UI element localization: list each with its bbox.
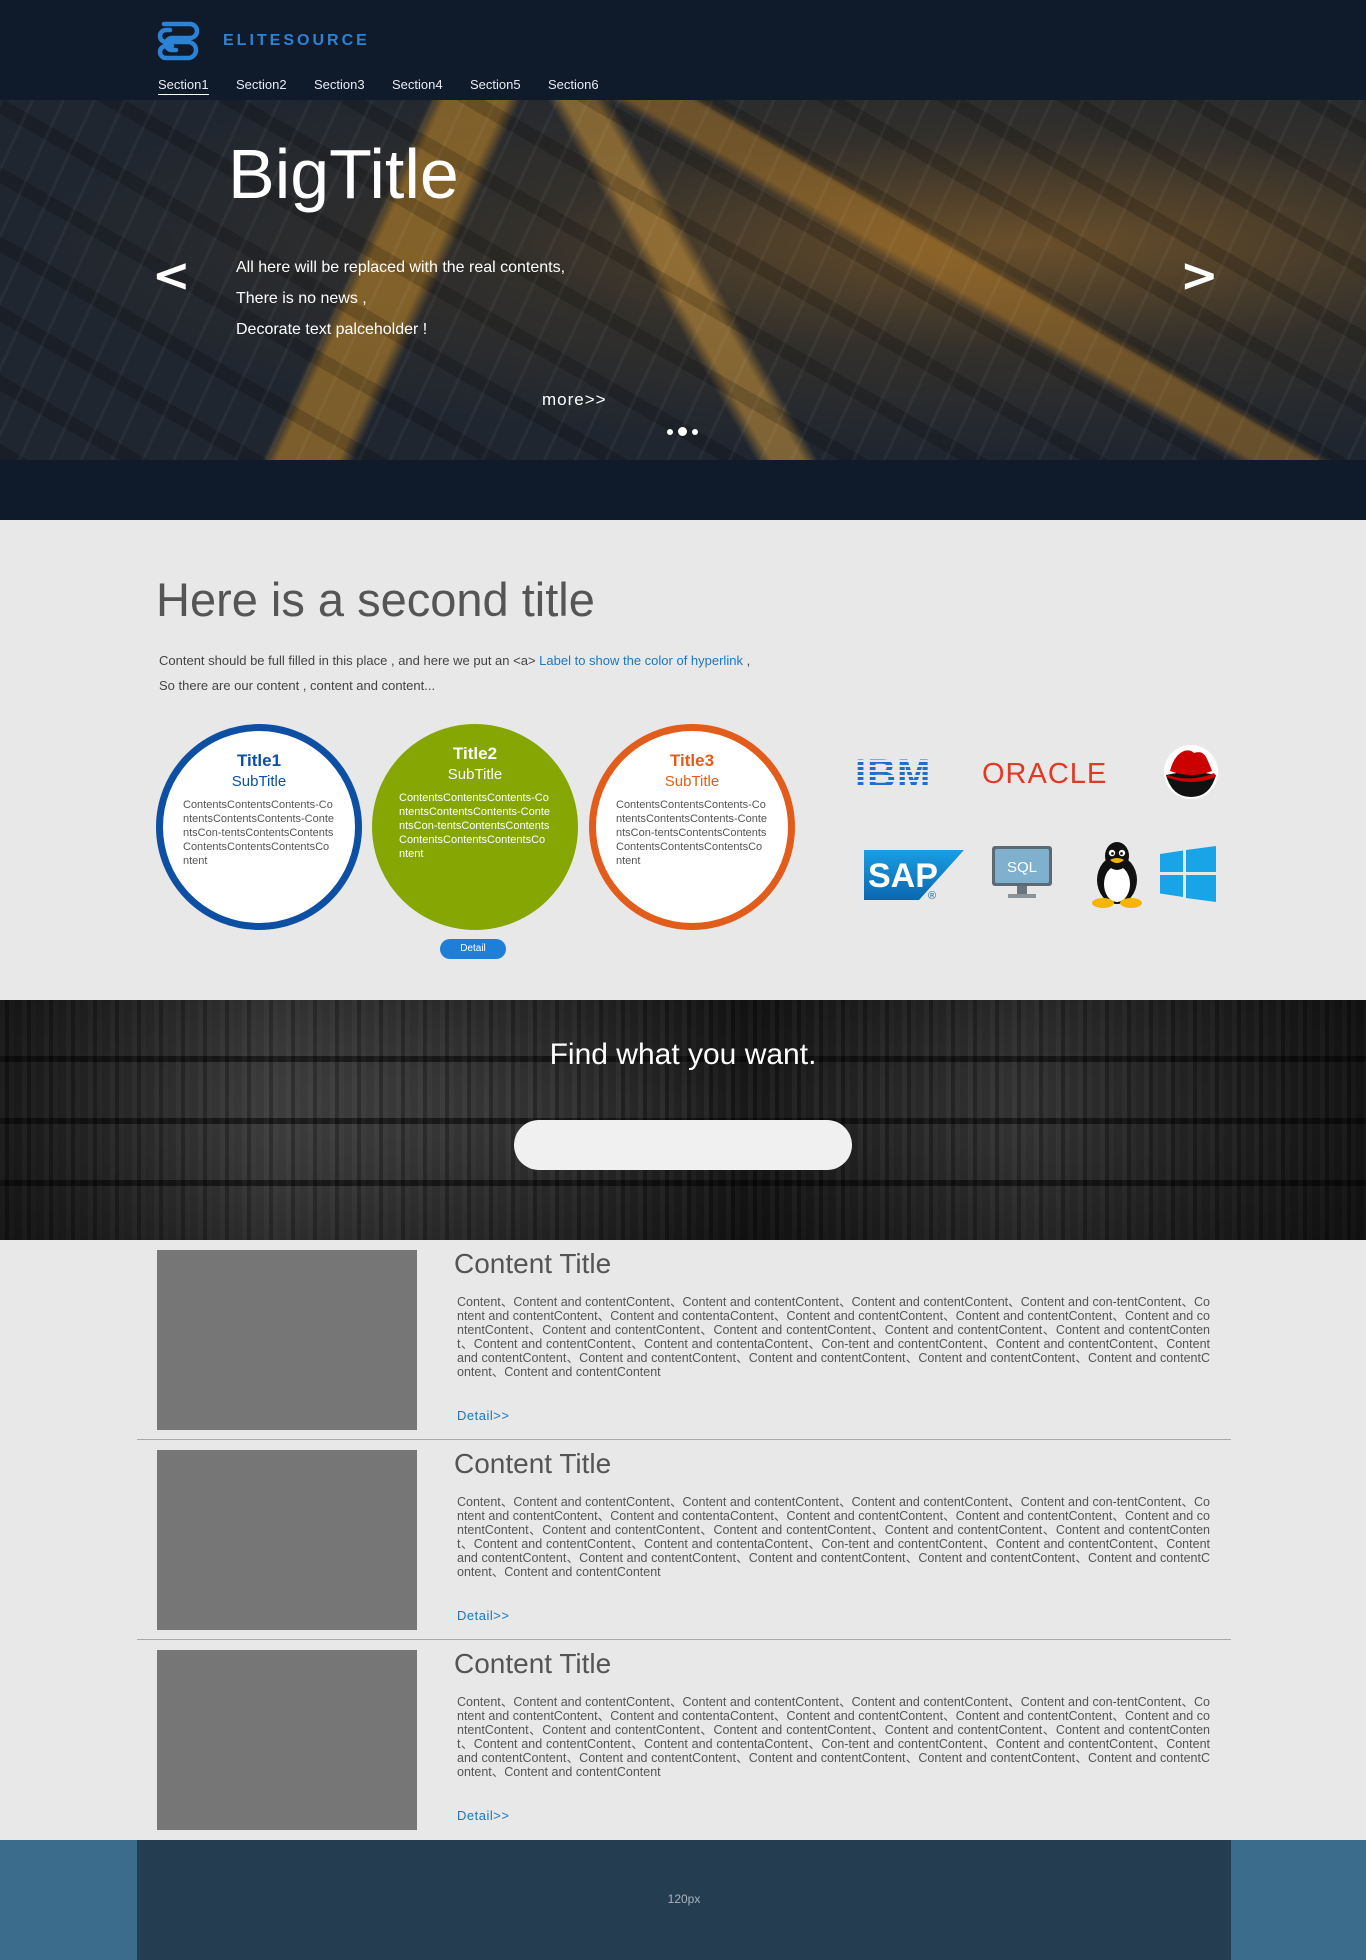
content-body: Content、Content and contentContent、Conte… [457,1295,1210,1379]
search-input[interactable] [514,1120,852,1170]
content-body: Content、Content and contentContent、Conte… [457,1695,1210,1779]
feature-circle-2[interactable]: Title2 SubTitle ContentsContentsContents… [372,724,578,930]
second-text-line2: So there are our content , content and c… [159,678,436,693]
content-body: Content、Content and contentContent、Conte… [457,1495,1210,1579]
ibm-logo-icon: IBM [855,752,932,796]
circle-subtitle: SubTitle [447,766,503,783]
svg-text:SQL: SQL [1007,859,1037,876]
svg-text:SAP: SAP [868,857,938,895]
site-header: ELITESOURCE Section1 Section2 Section3 S… [0,0,1366,100]
second-description: Content should be full filled in this pl… [159,648,750,698]
content-detail-link[interactable]: Detail>> [457,1608,510,1623]
feature-circle-3[interactable]: Title3 SubTitle ContentsContentsContents… [589,724,795,930]
redhat-logo-icon [1164,745,1218,799]
hero-bottom-strip [0,460,1366,520]
content-detail-link[interactable]: Detail>> [457,1408,510,1423]
hero-description: All here will be replaced with the real … [236,252,565,345]
circle-subtitle: SubTitle [664,773,720,790]
nav-section3[interactable]: Section3 [314,77,365,92]
nav-section5[interactable]: Section5 [470,77,521,92]
carousel-indicators [667,427,698,436]
circle-title: Title1 [236,751,282,770]
hero-line: All here will be replaced with the real … [236,259,566,276]
linux-tux-icon [1092,842,1142,908]
carousel-dot-active[interactable] [678,427,687,436]
content-title[interactable]: Content Title [454,1648,612,1679]
nav-section1[interactable]: Section1 [158,77,236,95]
nav-section4[interactable]: Section4 [392,77,443,92]
windows-logo-icon [1160,846,1216,902]
circle-content: ContentsContentsContents-ContentsContent… [399,792,551,860]
site-footer: 120px [137,1840,1231,1960]
circle-subtitle: SubTitle [231,773,287,790]
carousel-next-icon[interactable]: > [1180,248,1219,302]
content-detail-link[interactable]: Detail>> [457,1808,510,1823]
list-item: Content Title Content、Content and conten… [137,1440,1231,1640]
second-text-end: , [742,653,751,668]
brand-name[interactable]: ELITESOURCE [223,32,370,49]
svg-text:®: ® [928,890,936,900]
search-banner: Find what you want. [0,1000,1366,1240]
carousel-prev-icon[interactable]: < [152,248,191,302]
nav-section2[interactable]: Section2 [236,77,287,92]
nav-section6[interactable]: Section6 [548,77,599,92]
hero-more-link[interactable]: more>> [542,390,607,409]
oracle-logo-icon: ORACLE [982,758,1108,790]
feature-circle-1[interactable]: Title1 SubTitle ContentsContentsContents… [156,724,362,930]
circle-title: Title2 [452,744,498,763]
list-item: Content Title Content、Content and conten… [137,1240,1231,1440]
hero-carousel: BigTitle All here will be replaced with … [0,100,1366,460]
main-nav: Section1 Section2 Section3 Section4 Sect… [158,77,626,95]
elitesource-logo-icon[interactable] [156,20,206,62]
content-thumbnail[interactable] [157,1450,417,1630]
circle-title: Title3 [669,751,715,770]
hero-line: There is no news , [236,290,367,307]
footer-text: 120px [667,1892,701,1906]
content-title[interactable]: Content Title [454,1448,612,1479]
carousel-dot[interactable] [692,428,698,435]
detail-button[interactable]: Detail [440,939,506,959]
second-text: Content should be full filled in this pl… [159,653,540,668]
hyperlink-sample[interactable]: Label to show the color of hyperlink [539,653,743,668]
circle-content: ContentsContentsContents-ContentsContent… [183,799,335,867]
sql-server-icon: SQL [992,846,1052,898]
carousel-dot[interactable] [667,428,673,435]
hero-title: BigTitle [228,135,459,213]
sap-logo-icon: SAP ® [864,850,964,900]
circle-content: ContentsContentsContents-ContentsContent… [616,799,768,867]
list-item: Content Title Content、Content and conten… [137,1640,1231,1840]
second-title: Here is a second title [156,573,595,626]
content-thumbnail[interactable] [157,1650,417,1830]
content-title[interactable]: Content Title [454,1248,612,1279]
content-thumbnail[interactable] [157,1250,417,1430]
hero-line: Decorate text palceholder ! [236,321,428,338]
search-title: Find what you want. [549,1038,817,1071]
